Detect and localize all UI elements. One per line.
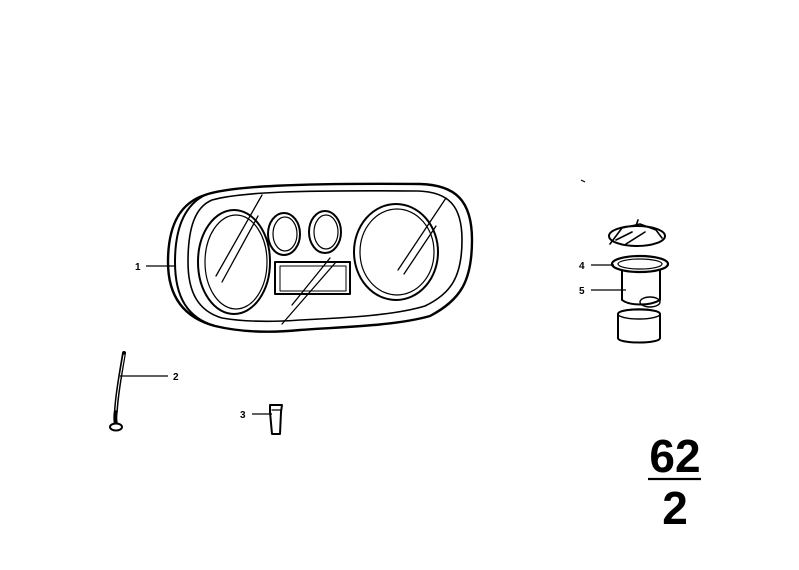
warning-light-panel bbox=[274, 261, 351, 295]
small-gauge-left-inner bbox=[272, 216, 298, 252]
leader-lines bbox=[120, 264, 626, 415]
panel-glare-1 bbox=[291, 257, 331, 306]
group-number-main: 62 bbox=[649, 430, 700, 482]
cable-end-fitting bbox=[109, 422, 123, 432]
small-gauge-right-inner bbox=[313, 214, 339, 250]
sender-gasket-ring bbox=[610, 254, 670, 274]
sender-flange bbox=[608, 225, 666, 247]
tachometer-dial bbox=[197, 209, 271, 315]
sender-connector bbox=[609, 219, 663, 245]
bulb-socket[interactable] bbox=[269, 404, 283, 435]
sender-float-cup bbox=[617, 308, 661, 344]
speedometer-dial-inner bbox=[359, 208, 435, 296]
sender-float-upper bbox=[639, 296, 661, 308]
small-gauge-right bbox=[308, 210, 342, 254]
tachometer-glare-2 bbox=[221, 215, 259, 283]
tachometer-dial-inner bbox=[204, 214, 268, 310]
speedometer-dial bbox=[353, 203, 439, 301]
callout-5[interactable]: 5 bbox=[579, 286, 585, 297]
cluster-left-rim bbox=[174, 194, 216, 327]
callout-labels: 1 2 3 4 5 bbox=[135, 261, 585, 421]
callout-2[interactable]: 2 bbox=[173, 372, 179, 383]
tachometer-glare-1 bbox=[215, 194, 263, 277]
panel-glare-2 bbox=[281, 261, 337, 325]
sender-float-cup-top bbox=[617, 308, 661, 320]
group-number-sub: 2 bbox=[662, 482, 688, 534]
speedometer-glare-2 bbox=[403, 225, 437, 275]
cable-core bbox=[115, 354, 125, 411]
callout-1[interactable]: 1 bbox=[135, 262, 141, 273]
fuel-level-sender[interactable] bbox=[608, 219, 670, 344]
cluster-housing-outer bbox=[166, 182, 474, 333]
warning-light-panel-inner bbox=[279, 265, 347, 292]
callout-3[interactable]: 3 bbox=[240, 410, 246, 421]
socket-body bbox=[269, 404, 283, 435]
speedometer-glare-1 bbox=[397, 197, 447, 271]
speedometer-cable[interactable] bbox=[109, 351, 126, 432]
stray-mark bbox=[580, 179, 586, 183]
small-gauge-left bbox=[267, 212, 301, 256]
instrument-cluster[interactable] bbox=[166, 182, 474, 333]
group-number: 62 2 bbox=[648, 430, 701, 534]
callout-4[interactable]: 4 bbox=[579, 261, 585, 272]
cluster-housing-inner bbox=[187, 189, 463, 323]
sender-gasket-ring-inner bbox=[617, 258, 663, 270]
